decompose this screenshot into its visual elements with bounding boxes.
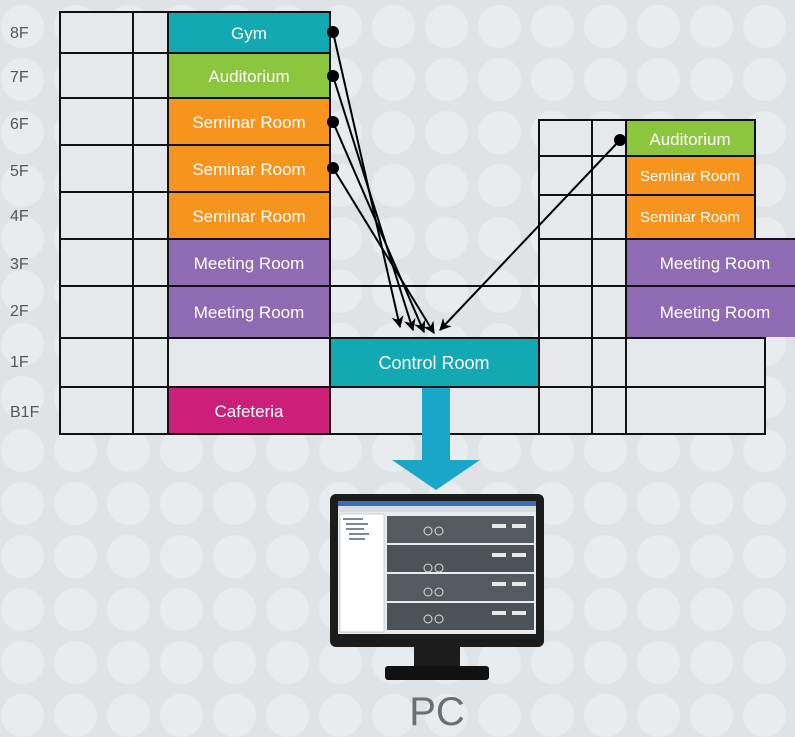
- dot-seminar-5f: [327, 162, 339, 174]
- room-cafeteria: Cafeteria: [169, 388, 329, 433]
- room-label-meeting-3f-left: Meeting Room: [194, 254, 305, 273]
- arrow-seminar-6f-to-control: [332, 121, 426, 334]
- floor-label-4f: 4F: [10, 208, 29, 225]
- pc-label: PC: [409, 690, 465, 734]
- room-seminar-4f-right: Seminar Room: [627, 196, 754, 238]
- monitor-neck: [414, 647, 460, 669]
- floor-label-6f: 6F: [10, 116, 29, 133]
- arrow-auditorium-right-to-control: [439, 139, 621, 331]
- software-panels: [387, 516, 534, 630]
- floor-label-3f: 3F: [10, 256, 29, 273]
- room-label-seminar-6f-left: Seminar Room: [192, 113, 305, 132]
- room-label-seminar-5f-right: Seminar Room: [640, 168, 740, 185]
- room-auditorium-right: Auditorium: [627, 121, 754, 155]
- room-seminar-4f-left: Seminar Room: [169, 193, 329, 238]
- room-label-meeting-3f-right: Meeting Room: [660, 254, 771, 273]
- room-label-cafeteria: Cafeteria: [215, 402, 285, 421]
- monitor-base: [385, 666, 489, 680]
- room-auditorium-left: Auditorium: [169, 54, 329, 97]
- room-meeting-2f-right: Meeting Room: [627, 287, 795, 337]
- arrow-seminar-5f-to-control: [332, 167, 435, 335]
- room-control: Control Room: [331, 339, 538, 386]
- room-seminar-5f-left: Seminar Room: [169, 146, 329, 191]
- room-label-meeting-2f-left: Meeting Room: [194, 303, 305, 322]
- floor-label-5f: 5F: [10, 163, 29, 180]
- software-tree-panel: [339, 513, 385, 633]
- room-label-meeting-2f-right: Meeting Room: [660, 303, 771, 322]
- room-meeting-3f-right: Meeting Room: [627, 240, 795, 285]
- room-label-seminar-5f-left: Seminar Room: [192, 160, 305, 179]
- arrow-auditorium-to-control: [332, 75, 416, 332]
- room-label-gym: Gym: [231, 24, 267, 43]
- room-label-auditorium-right: Auditorium: [649, 130, 730, 149]
- room-seminar-5f-right: Seminar Room: [627, 157, 754, 194]
- dot-gym: [327, 26, 339, 38]
- connection-dots: [327, 26, 626, 174]
- pc-monitor: [330, 494, 544, 680]
- room-seminar-6f-left: Seminar Room: [169, 99, 329, 144]
- room-label-control: Control Room: [378, 353, 489, 373]
- dot-auditorium-right: [614, 134, 626, 146]
- room-meeting-2f-left: Meeting Room: [169, 287, 329, 337]
- down-arrow-icon: [392, 388, 480, 490]
- dot-seminar-6f: [327, 116, 339, 128]
- room-label-auditorium-left: Auditorium: [208, 67, 289, 86]
- room-meeting-3f-left: Meeting Room: [169, 240, 329, 285]
- floor-label-2f: 2F: [10, 303, 29, 320]
- room-label-seminar-4f-right: Seminar Room: [640, 209, 740, 226]
- floor-label-1f: 1F: [10, 354, 29, 371]
- floor-label-7f: 7F: [10, 69, 29, 86]
- dot-auditorium: [327, 70, 339, 82]
- floor-label-b1f: B1F: [10, 404, 40, 421]
- room-label-seminar-4f-left: Seminar Room: [192, 207, 305, 226]
- connection-arrows: [332, 31, 621, 335]
- room-gym: Gym: [169, 13, 329, 52]
- floor-label-8f: 8F: [10, 25, 29, 42]
